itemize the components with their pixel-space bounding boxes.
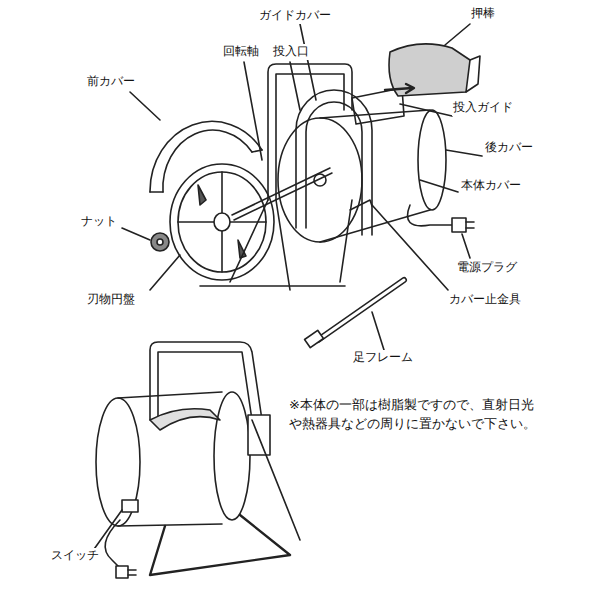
part-label: ガイドカバー bbox=[258, 8, 332, 24]
part-label: 投入ガイド bbox=[452, 100, 514, 116]
part-label: スイッチ bbox=[50, 548, 100, 564]
part-label: 投入口 bbox=[272, 44, 310, 60]
part-label: ナット bbox=[80, 214, 118, 230]
part-label: 刃物円盤 bbox=[86, 292, 136, 308]
part-label: 押棒 bbox=[470, 6, 496, 22]
caution-note: ※本体の一部は樹脂製ですので、直射日光 や熱器具などの周りに置かないで下さい。 bbox=[288, 396, 552, 434]
part-label: 電源プラグ bbox=[456, 260, 518, 276]
part-label: カバー止金具 bbox=[448, 292, 522, 308]
part-label: 回転軸 bbox=[222, 44, 260, 60]
part-label: 本体カバー bbox=[460, 178, 522, 194]
part-label: 後カバー bbox=[484, 140, 534, 156]
part-label: 前カバー bbox=[86, 74, 136, 90]
part-label: 足フレーム bbox=[352, 350, 414, 366]
